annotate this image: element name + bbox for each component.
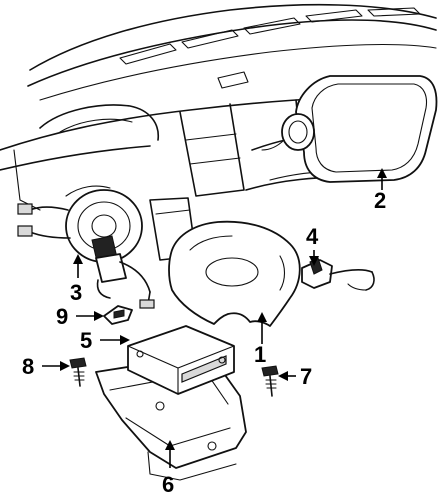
callout-3: 3 xyxy=(70,280,82,305)
callout-5: 5 xyxy=(80,328,92,353)
callout-8: 8 xyxy=(22,354,34,379)
callout-7: 7 xyxy=(300,364,312,389)
impact-sensor xyxy=(301,257,375,291)
driver-airbag xyxy=(168,220,301,327)
callout-6: 6 xyxy=(162,472,174,497)
bolt-part-8 xyxy=(69,357,87,387)
callout-2: 2 xyxy=(374,188,386,213)
callout-1: 1 xyxy=(254,342,266,367)
clock-spring xyxy=(17,185,155,309)
airbag-control-module xyxy=(127,325,235,395)
callout-4: 4 xyxy=(306,224,319,249)
bolt-part-7 xyxy=(261,365,279,397)
clip-part-9 xyxy=(103,305,133,325)
callout-leaders xyxy=(42,168,387,468)
passenger-airbag-module xyxy=(261,75,438,183)
callout-9: 9 xyxy=(56,304,68,329)
callout-labels: 2 3 4 1 9 5 8 7 6 xyxy=(22,188,386,497)
